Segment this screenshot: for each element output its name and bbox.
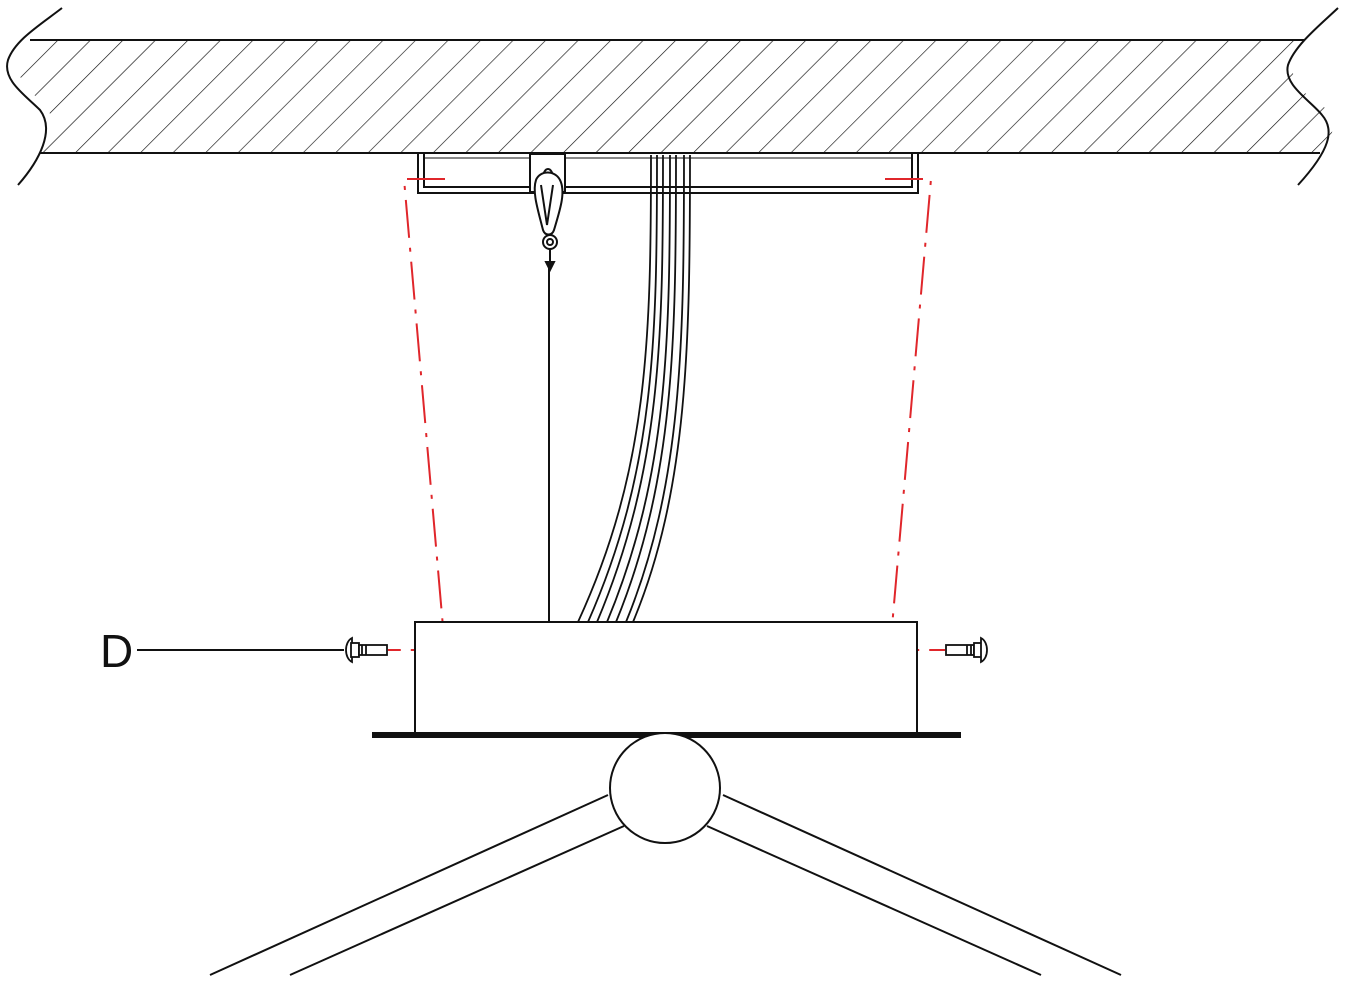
screw-icon-right (945, 636, 988, 664)
fixture-housing (372, 621, 961, 738)
callout-d: D (100, 625, 344, 677)
callout-label-d: D (100, 625, 133, 677)
carabiner-hook (533, 168, 564, 273)
power-cable-bundle (577, 154, 691, 623)
screw-icon-left (345, 636, 388, 664)
ceiling-fan-fixture (209, 732, 1122, 976)
ceiling-slab (6, 7, 1339, 186)
mounting-bracket (417, 153, 919, 194)
